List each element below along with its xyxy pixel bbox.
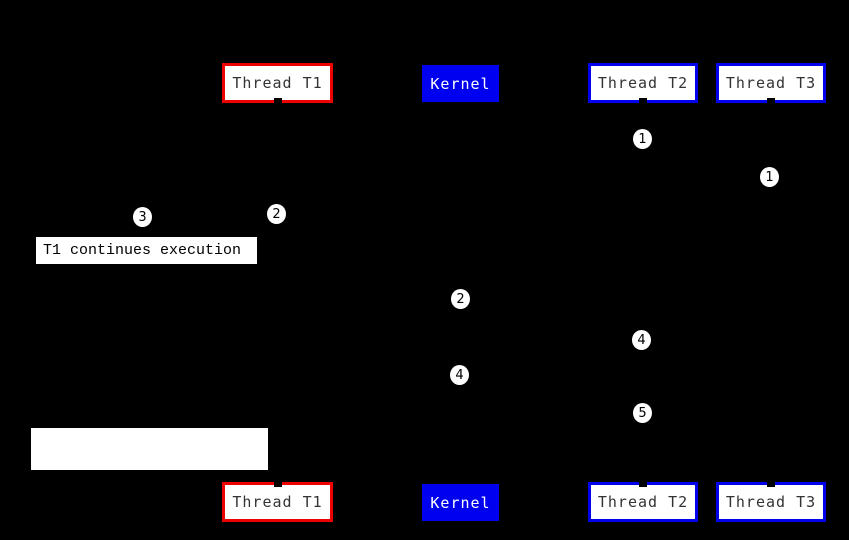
step-number: 4 bbox=[637, 332, 646, 348]
kernel-label: Kernel bbox=[430, 493, 491, 512]
step-marker-4-kernel: 4 bbox=[450, 365, 469, 385]
thread-t2-box-top: Thread T2 bbox=[588, 63, 698, 103]
thread-t3-label: Thread T3 bbox=[725, 74, 817, 92]
step-marker-1-t3: 1 bbox=[760, 167, 779, 187]
step-marker-2-kernel: 2 bbox=[451, 289, 470, 309]
thread-t3-label: Thread T3 bbox=[725, 493, 817, 511]
thread-t2-label: Thread T2 bbox=[597, 493, 689, 511]
step-number: 1 bbox=[765, 169, 774, 185]
step-number: 2 bbox=[272, 206, 281, 222]
kernel-box-top: Kernel bbox=[422, 65, 499, 102]
thread-t3-box-bottom: Thread T3 bbox=[716, 482, 826, 522]
step-marker-5-t2: 5 bbox=[633, 403, 652, 423]
thread-t2-box-bottom: Thread T2 bbox=[588, 482, 698, 522]
lifeline-notch bbox=[273, 482, 282, 487]
kernel-label: Kernel bbox=[430, 74, 491, 93]
blank-label-box bbox=[31, 428, 268, 470]
step-marker-4-t2: 4 bbox=[632, 330, 651, 350]
thread-t1-label: Thread T1 bbox=[232, 493, 323, 511]
step-number: 4 bbox=[455, 367, 464, 383]
thread-t3-box-top: Thread T3 bbox=[716, 63, 826, 103]
step-marker-2-t1: 2 bbox=[267, 204, 286, 224]
step-number: 1 bbox=[638, 131, 647, 147]
step-number: 3 bbox=[138, 209, 147, 225]
step-marker-3: 3 bbox=[133, 207, 152, 227]
t1-continues-label: T1 continues execution bbox=[36, 237, 257, 264]
step-number: 2 bbox=[456, 291, 465, 307]
lifeline-notch bbox=[273, 98, 282, 103]
lifeline-notch bbox=[767, 482, 775, 487]
thread-t1-label: Thread T1 bbox=[232, 74, 323, 92]
lifeline-notch bbox=[639, 98, 647, 103]
thread-t1-box-top: Thread T1 bbox=[222, 63, 333, 103]
lifeline-notch bbox=[767, 98, 775, 103]
lifeline-notch bbox=[639, 482, 647, 487]
thread-t2-label: Thread T2 bbox=[597, 74, 689, 92]
thread-t1-box-bottom: Thread T1 bbox=[222, 482, 333, 522]
kernel-box-bottom: Kernel bbox=[422, 484, 499, 521]
step-marker-1-t2: 1 bbox=[633, 129, 652, 149]
step-number: 5 bbox=[638, 405, 647, 421]
